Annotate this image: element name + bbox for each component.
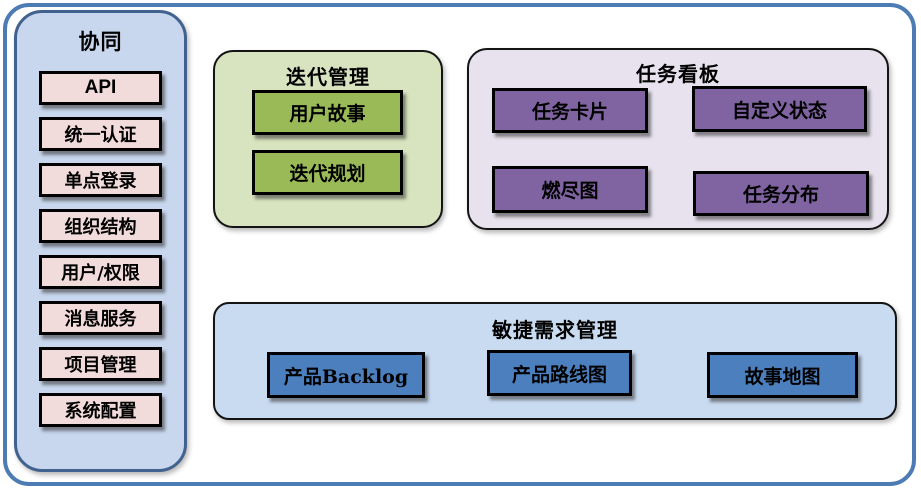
- sidebar-title: 协同: [78, 31, 123, 54]
- sidebar-item-user-permissions: 用户/权限: [39, 255, 162, 289]
- diagram-outer-frame: [3, 3, 916, 486]
- sidebar-item-org-structure: 组织结构: [39, 209, 162, 243]
- box-task-distribution: 任务分布: [693, 171, 869, 216]
- box-burndown-chart: 燃尽图: [492, 166, 648, 213]
- group-agile-requirements: 敏捷需求管理 产品Backlog 产品路线图 故事地图: [213, 302, 897, 420]
- sidebar-item-single-sign-on: 单点登录: [39, 163, 162, 197]
- sidebar-item-system-config: 系统配置: [39, 393, 162, 427]
- box-product-roadmap: 产品路线图: [487, 350, 632, 396]
- sidebar-item-message-service: 消息服务: [39, 301, 162, 335]
- sidebar-item-list: API 统一认证 单点登录 组织结构 用户/权限 消息服务 项目管理 系统配置: [17, 71, 184, 427]
- group-iteration-management-title: 迭代管理: [286, 67, 370, 89]
- sidebar-item-project-management: 项目管理: [39, 347, 162, 381]
- box-custom-status: 自定义状态: [692, 86, 867, 132]
- box-task-card: 任务卡片: [492, 88, 648, 133]
- group-task-board: 任务看板 任务卡片 自定义状态 燃尽图 任务分布: [467, 48, 889, 230]
- sidebar-item-unified-auth: 统一认证: [39, 117, 162, 151]
- sidebar-item-api: API: [39, 71, 162, 105]
- box-iteration-planning: 迭代规划: [252, 150, 403, 195]
- box-story-map: 故事地图: [707, 352, 858, 398]
- box-user-story: 用户故事: [252, 90, 403, 135]
- box-product-backlog: 产品Backlog: [267, 352, 425, 398]
- group-iteration-management: 迭代管理 用户故事 迭代规划: [213, 50, 443, 228]
- group-task-board-title: 任务看板: [636, 64, 720, 86]
- sidebar-collaboration-group: 协同 API 统一认证 单点登录 组织结构 用户/权限 消息服务 项目管理 系统…: [14, 10, 187, 472]
- group-agile-requirements-title: 敏捷需求管理: [492, 320, 618, 342]
